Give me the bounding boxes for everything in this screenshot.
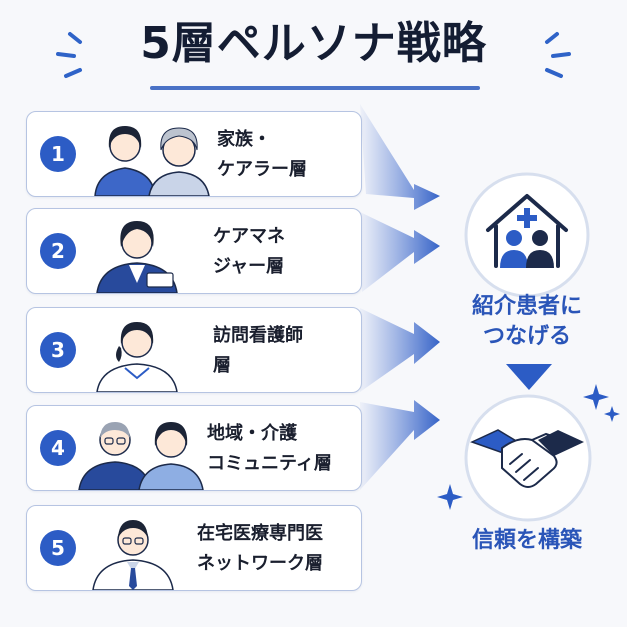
page-title: 5層ペルソナ戦略 xyxy=(140,18,487,69)
layer-card-4: 4 地域・介護 コミュニティ層 xyxy=(26,405,362,491)
layer-card-2: 2 ケアマネ ジャー層 xyxy=(26,208,362,294)
layer-number: 5 xyxy=(40,530,76,566)
title-underline xyxy=(150,86,480,90)
layer-card-3: 3 訪問看護師 層 xyxy=(26,307,362,393)
community-illustration xyxy=(78,422,204,490)
sparkle-icon xyxy=(604,406,620,422)
flow-arrow-3 xyxy=(360,308,440,392)
result-text: 信頼を構築 xyxy=(471,528,582,553)
family-caregiver-illustration xyxy=(94,126,210,196)
layer-label: 在宅医療専門医 ネットワーク層 xyxy=(197,523,323,574)
sparkle-icon xyxy=(583,384,609,410)
down-arrow xyxy=(506,364,552,390)
layer-card-5: 5 在宅医療専門医 ネットワーク層 xyxy=(26,505,362,591)
layer-card-1: 1 家族・ ケアラー層 xyxy=(26,111,362,197)
care-manager-illustration xyxy=(96,221,178,293)
layer-label: 家族・ ケアラー層 xyxy=(217,129,307,180)
layer-label: 訪問看護師 層 xyxy=(213,325,303,376)
handshake-icon xyxy=(464,394,592,522)
home-care-doctor-illustration xyxy=(92,520,174,590)
layer-label: 地域・介護 コミュニティ層 xyxy=(207,423,332,474)
layer-number: 3 xyxy=(40,332,76,368)
visiting-nurse-illustration xyxy=(96,322,178,392)
layer-label: ケアマネ ジャー層 xyxy=(213,226,285,277)
layer-number: 4 xyxy=(40,430,76,466)
goal-text: 紹介患者に つなげる xyxy=(471,294,582,349)
title-area: 5層ペルソナ戦略 xyxy=(0,0,627,100)
layer-number: 2 xyxy=(40,233,76,269)
title-decoration xyxy=(56,32,571,78)
layer-number: 1 xyxy=(40,136,76,172)
flow-arrow-1 xyxy=(360,104,440,210)
flow-arrow-2 xyxy=(360,212,440,292)
home-care-icon xyxy=(464,172,590,298)
sparkle-icon xyxy=(437,484,463,510)
flow-arrow-4 xyxy=(360,400,440,490)
